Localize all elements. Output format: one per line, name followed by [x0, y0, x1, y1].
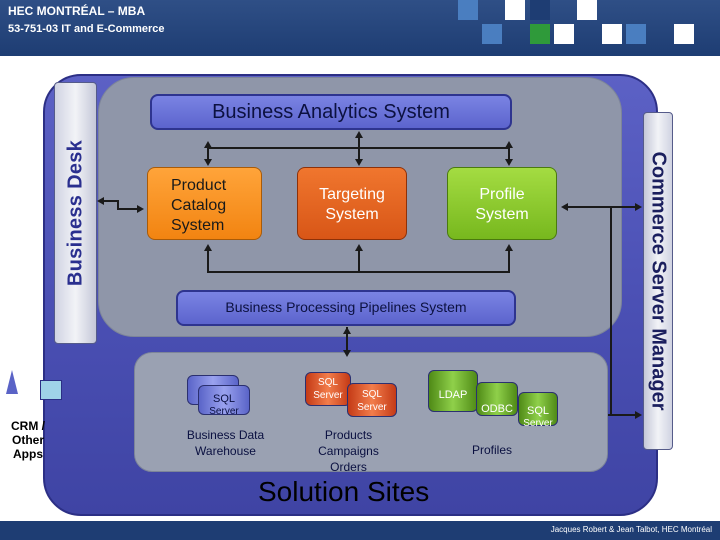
solution-sites-label: Solution Sites [258, 476, 430, 507]
commerce-server-manager-bar [643, 112, 673, 450]
profiles-sql-text: SQL [526, 405, 549, 417]
business-desk-label: Business Desk [64, 139, 87, 287]
course-subtitle: 53-751-03 IT and E-Commerce [8, 23, 165, 35]
targeting-system-label: Targeting System [319, 186, 385, 223]
products-sql-text-1: SQL [317, 377, 338, 388]
business-data-warehouse-caption: Business Data Warehouse [186, 428, 265, 458]
profiles-server-text: Server [523, 418, 553, 429]
course-title: HEC MONTRÉAL – MBA [8, 4, 146, 18]
footer-bar [0, 521, 720, 540]
footer-credit: Jacques Robert & Jean Talbot, HEC Montré… [550, 525, 712, 534]
products-server-text-2: Server [357, 402, 387, 413]
products-server-text-1: Server [313, 390, 343, 401]
warehouse-sql-text: SQL [212, 393, 235, 405]
commerce-server-manager-label: Commerce Server Manager [647, 151, 670, 411]
product-catalog-system-box [147, 167, 262, 240]
business-processing-pipelines-box [176, 290, 516, 326]
crm-app-shape [6, 370, 18, 394]
targeting-system-box [297, 167, 407, 240]
business-desk-bar [54, 82, 97, 344]
business-processing-pipelines-label: Business Processing Pipelines System [225, 299, 467, 315]
crm-other-apps-label: CRM / Other Apps [11, 419, 45, 461]
odbc-text: ODBC [481, 403, 513, 415]
profile-system-label: Profile System [475, 186, 529, 223]
products-sql-text-2: SQL [361, 389, 382, 400]
warehouse-server-text: Server [209, 406, 239, 417]
header-banner [0, 0, 720, 56]
other-app-shape [40, 380, 62, 400]
products-campaigns-orders-caption: Products Campaigns Orders [318, 428, 379, 474]
business-analytics-system-label: Business Analytics System [212, 101, 450, 123]
profiles-caption: Profiles [471, 443, 512, 457]
product-catalog-system-label: Product Catalog System [171, 177, 227, 234]
business-analytics-system-box [150, 94, 512, 130]
ldap-text: LDAP [438, 389, 468, 401]
profile-system-box [447, 167, 557, 240]
